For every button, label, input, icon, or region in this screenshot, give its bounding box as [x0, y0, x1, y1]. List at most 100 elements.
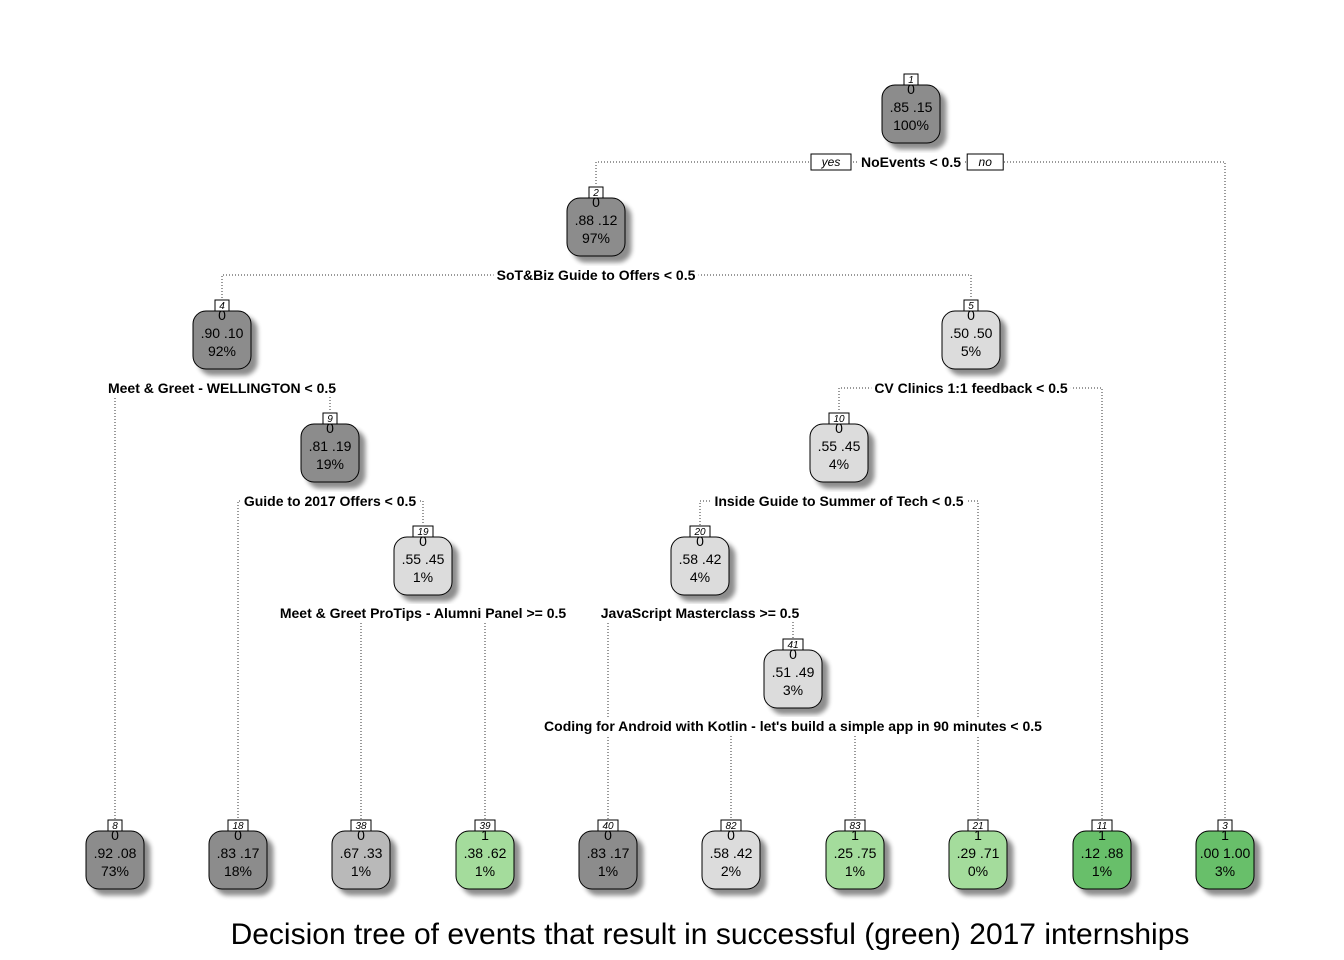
node-cls-3: 1 [1221, 827, 1229, 843]
node-cls-20: 0 [696, 533, 704, 549]
node-probs-4: .90 .10 [201, 325, 244, 341]
node-cls-19: 0 [419, 533, 427, 549]
node-probs-40: .83 .17 [587, 845, 630, 861]
node-pct-11: 1% [1092, 863, 1112, 879]
node-cls-83: 1 [851, 827, 859, 843]
node-id-19: 19 [417, 527, 429, 538]
node-id-11: 11 [1097, 821, 1107, 832]
node-cls-8: 0 [111, 827, 119, 843]
node-probs-18: .83 .17 [217, 845, 260, 861]
node-cls-2: 0 [592, 194, 600, 210]
split-label-bg-5 [871, 379, 1071, 397]
node-probs-8: .92 .08 [94, 845, 137, 861]
edge-10-21 [839, 500, 979, 819]
node-probs-2: .88 .12 [575, 212, 618, 228]
edge-20-40 [607, 612, 700, 819]
tree-node-11: 111.12 .881% [1072, 819, 1132, 890]
node-pct-9: 19% [316, 456, 344, 472]
node-pct-82: 2% [721, 863, 741, 879]
node-id-box-41 [782, 638, 804, 651]
node-cls-38: 0 [357, 827, 365, 843]
tree-node-18: 180 .83 .17 18% [208, 819, 268, 890]
node-pct-4: 92% [208, 343, 236, 359]
node-probs-83: .25 .75 [834, 845, 877, 861]
split-label-1: NoEvents < 0.5 [861, 154, 961, 170]
node-cls-21: 1 [974, 827, 982, 843]
split-label-10: Inside Guide to Summer of Tech < 0.5 [714, 493, 963, 509]
node-pct-19: 1% [413, 569, 433, 585]
split-label-bg-41 [541, 717, 1046, 735]
node-id-41: 41 [787, 640, 798, 651]
node-pct-10: 4% [829, 456, 849, 472]
split-label-4: Meet & Greet - WELLINGTON < 0.5 [108, 380, 336, 396]
node-pct-5: 5% [961, 343, 981, 359]
node-id-box-39 [474, 819, 496, 832]
tree-node-21: 211.29 .710% [948, 819, 1008, 890]
node-id-82: 82 [725, 821, 737, 832]
split-label-2: SoT&Biz Guide to Offers < 0.5 [497, 267, 696, 283]
node-id-9: 9 [327, 414, 333, 425]
tree-node-39: 391.38 .621% [455, 819, 515, 890]
split-label-9: Guide to 2017 Offers < 0.5 [244, 493, 417, 509]
node-id-box-18 [227, 819, 249, 832]
tree-node-40: 400.83 .171% [578, 819, 638, 890]
node-cls-4: 0 [218, 307, 226, 323]
edge-41-82 [730, 725, 793, 819]
node-pct-18: 18% [224, 863, 252, 879]
node-id-2: 2 [592, 188, 599, 199]
node-id-box-40 [597, 819, 619, 832]
tree-node-10: 100.55 .454% [809, 412, 869, 483]
node-pct-8: 73% [101, 863, 129, 879]
node-id-box-8 [107, 819, 123, 832]
tree-node-20: 200.58 .424% [670, 525, 730, 596]
node-cls-18: 0 [234, 827, 242, 843]
node-cls-10: 0 [835, 420, 843, 436]
node-cls-40: 0 [604, 827, 612, 843]
node-id-box-21 [967, 819, 989, 832]
split-label-5: CV Clinics 1:1 feedback < 0.5 [874, 380, 1068, 396]
node-cls-41: 0 [789, 646, 797, 662]
split-label-bg-2 [493, 266, 699, 284]
node-id-20: 20 [693, 527, 706, 538]
node-id-5: 5 [968, 301, 974, 312]
diagram-caption: Decision tree of events that result in s… [230, 918, 1190, 951]
node-id-10: 10 [833, 414, 845, 425]
node-cls-5: 0 [967, 307, 975, 323]
edge-19-39 [423, 612, 486, 819]
node-probs-38: .67 .33 [340, 845, 383, 861]
tree-node-82: 820 .58 .42 2% [701, 819, 761, 890]
tree-node-41: 410.51 .493% [763, 638, 823, 709]
tree-node-19: 190 .55 .45 1% [393, 525, 453, 596]
node-probs-41: .51 .49 [772, 664, 815, 680]
node-id-box-11 [1091, 819, 1113, 832]
node-id-83: 83 [849, 821, 861, 832]
node-probs-19: .55 .45 [402, 551, 445, 567]
node-id-1: 1 [908, 75, 914, 86]
node-cls-82: 0 [727, 827, 735, 843]
edge-4-8 [114, 387, 222, 819]
node-id-18: 18 [232, 821, 244, 832]
split-label-20: JavaScript Masterclass >= 0.5 [601, 605, 800, 621]
node-id-box-19 [412, 525, 434, 538]
node-pct-2: 97% [582, 230, 610, 246]
node-id-box-5 [963, 299, 979, 312]
node-id-box-83 [844, 819, 866, 832]
node-probs-3: .00 1.00 [1200, 845, 1251, 861]
tree-node-5: 50.50 .505% [941, 299, 1001, 370]
tree-node-83: 831.25 .751% [825, 819, 885, 890]
edge-5-11 [971, 387, 1103, 819]
node-pct-39: 1% [475, 863, 495, 879]
node-cls-9: 0 [326, 420, 334, 436]
split-label-bg-10 [711, 492, 967, 510]
node-probs-82: .58 .42 [710, 845, 753, 861]
edge-10-20 [699, 500, 839, 525]
node-cls-39: 1 [481, 827, 489, 843]
split-label-bg-9 [240, 492, 420, 510]
no-branch-label: no [979, 155, 993, 169]
